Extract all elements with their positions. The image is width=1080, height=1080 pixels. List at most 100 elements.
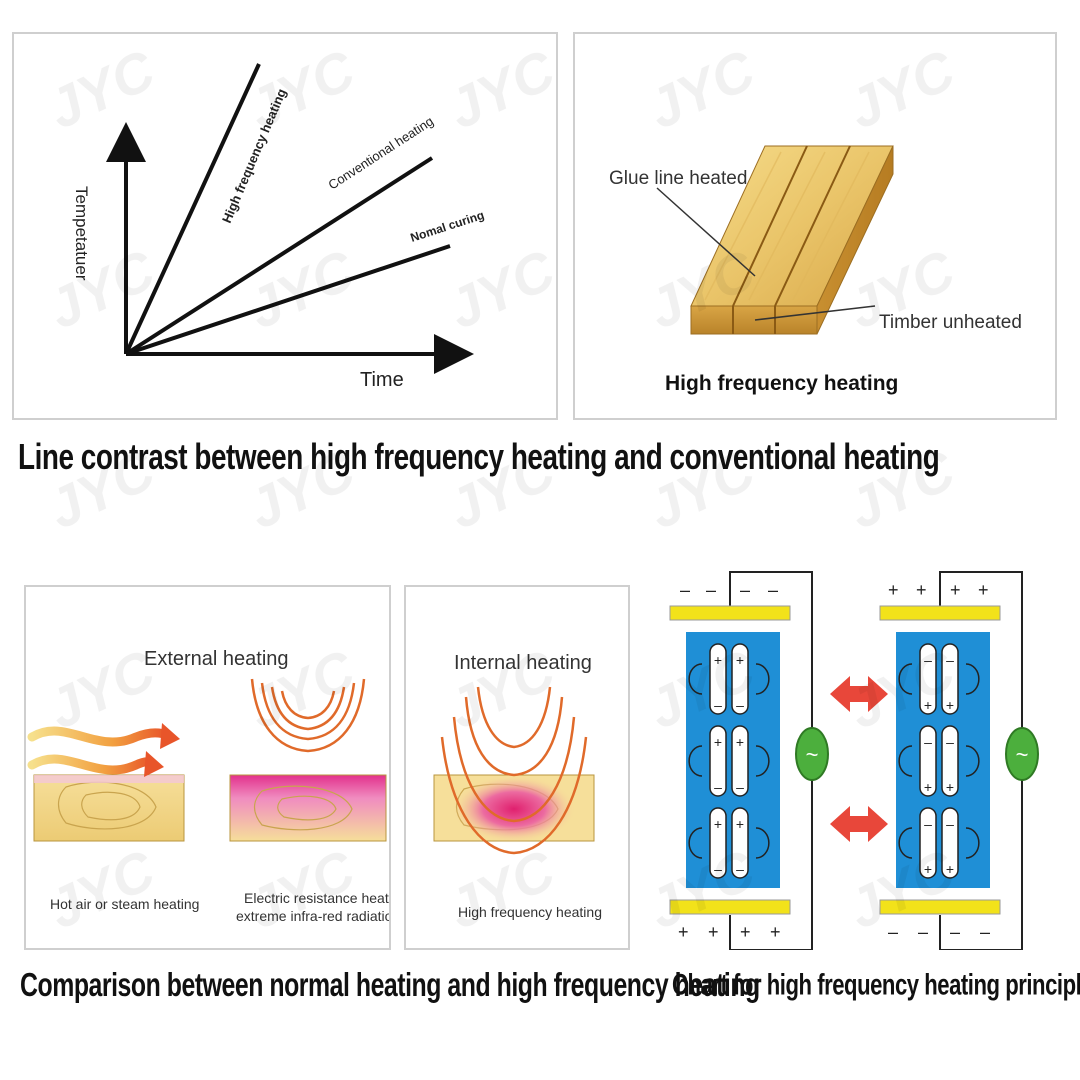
sign-right-bottom-1: – bbox=[918, 922, 928, 942]
hot-air-arrowhead bbox=[160, 723, 180, 749]
wood-board-right bbox=[229, 774, 387, 842]
dipole-group-left bbox=[709, 643, 749, 879]
sign-left-bottom-0: + bbox=[678, 922, 689, 942]
timber-side-face bbox=[816, 145, 894, 335]
polarity-switch-arrow-top bbox=[830, 676, 888, 712]
svg-text:–: – bbox=[924, 652, 932, 668]
svg-text:+: + bbox=[924, 697, 932, 713]
sign-right-bottom-0: – bbox=[888, 922, 898, 942]
glue-line-panel: Glue line heated Timber unheated High fr… bbox=[573, 32, 1057, 420]
svg-text:–: – bbox=[946, 652, 954, 668]
ac-source-symbol-right: ~ bbox=[1016, 742, 1029, 767]
electrode-bottom-right bbox=[879, 899, 1001, 915]
line-label-conventional: Conventional heating bbox=[325, 113, 436, 192]
svg-text:+: + bbox=[736, 816, 744, 832]
internal-hot-core bbox=[452, 775, 576, 843]
ac-source-symbol-left: ~ bbox=[806, 742, 819, 767]
dipole-signs-right: ––++ ––++ ––++ bbox=[924, 652, 954, 877]
sign-right-bottom-2: – bbox=[950, 922, 960, 942]
capacitor-left: ++–– ++–– ++–– – – – – + + + + ~ bbox=[669, 571, 829, 950]
svg-text:–: – bbox=[736, 861, 744, 877]
circuit-wire bbox=[939, 780, 1023, 950]
svg-text:+: + bbox=[736, 652, 744, 668]
sign-left-bottom-3: + bbox=[770, 922, 781, 942]
wood-grain-left bbox=[57, 781, 157, 830]
hot-air-arrowhead bbox=[144, 751, 164, 777]
timber-unheated-label: Timber unheated bbox=[879, 312, 1022, 333]
wood-grain-right bbox=[253, 785, 353, 831]
caption-principle: Chart for high frequency heating princip… bbox=[672, 968, 1080, 1002]
external-heating-panel: External heating Hot air or steam heatin… bbox=[24, 585, 391, 950]
sign-left-bottom-2: + bbox=[740, 922, 751, 942]
radiation-wave bbox=[270, 686, 346, 731]
electrode-top-left bbox=[669, 605, 791, 621]
svg-text:+: + bbox=[714, 816, 722, 832]
line-normal-curing bbox=[125, 244, 451, 356]
internal-heating-title: Internal heating bbox=[454, 652, 592, 674]
svg-text:+: + bbox=[946, 779, 954, 795]
svg-text:+: + bbox=[946, 697, 954, 713]
radiation-wave bbox=[250, 678, 366, 753]
circuit-wire bbox=[729, 780, 813, 950]
sign-left-top-3: – bbox=[768, 580, 778, 600]
heat-layer-left bbox=[34, 775, 184, 783]
temperature-time-panel: High frequency heating Conventional heat… bbox=[12, 32, 558, 420]
sign-left-top-1: – bbox=[706, 580, 716, 600]
wood-grain bbox=[704, 151, 870, 301]
x-axis-label: Time bbox=[360, 369, 404, 391]
circuit-wire bbox=[729, 571, 813, 730]
sign-left-bottom-1: + bbox=[708, 922, 719, 942]
internal-heating-panel: Internal heating High frequency heating bbox=[404, 585, 630, 950]
hot-air-arrow bbox=[27, 754, 157, 775]
electrode-top-right bbox=[879, 605, 1001, 621]
sign-right-top-0: + bbox=[888, 580, 899, 600]
hf-wave bbox=[440, 736, 588, 855]
hf-principle-diagram: ++–– ++–– ++–– – – – – + + + + ~ bbox=[669, 571, 1039, 950]
svg-text:+: + bbox=[714, 652, 722, 668]
hf-wave bbox=[452, 716, 576, 823]
capacitor-right: ––++ ––++ ––++ + + + + – – – – ~ bbox=[879, 571, 1039, 950]
svg-text:+: + bbox=[924, 861, 932, 877]
sign-right-top-3: + bbox=[978, 580, 989, 600]
internal-hf-label: High frequency heating bbox=[458, 904, 602, 920]
circuit-wire bbox=[939, 571, 1023, 730]
dipole-arcs-right bbox=[898, 663, 980, 859]
svg-text:–: – bbox=[946, 816, 954, 832]
electrode-bottom-left bbox=[669, 899, 791, 915]
caption-comparison: Comparison between normal heating and hi… bbox=[20, 966, 760, 1004]
hot-air-label: Hot air or steam heating bbox=[50, 896, 199, 912]
dipole-group-right bbox=[919, 643, 959, 879]
hf-wave bbox=[464, 696, 564, 777]
svg-text:–: – bbox=[714, 861, 722, 877]
svg-text:–: – bbox=[736, 779, 744, 795]
temperature-time-chart: High frequency heating Conventional heat… bbox=[72, 63, 486, 391]
internal-heating-illustration: Internal heating High frequency heating bbox=[433, 652, 602, 920]
glued-timber-illustration: Glue line heated Timber unheated High fr… bbox=[609, 145, 1022, 395]
glue-line-label: Glue line heated bbox=[609, 168, 747, 189]
y-axis-label: Tempetatuer bbox=[72, 186, 91, 281]
svg-text:–: – bbox=[946, 734, 954, 750]
external-heating-title: External heating bbox=[144, 648, 289, 670]
radiation-wave bbox=[280, 690, 336, 720]
glue-line bbox=[774, 145, 851, 307]
infra-red-label: extreme infra-red radiation bbox=[236, 908, 389, 924]
svg-text:+: + bbox=[924, 779, 932, 795]
ac-source-right bbox=[1005, 727, 1039, 781]
line-label-high-frequency: High frequency heating bbox=[219, 86, 289, 225]
dipole-signs-left: ++–– ++–– ++–– bbox=[714, 652, 744, 877]
svg-text:+: + bbox=[714, 734, 722, 750]
timber-front-face bbox=[690, 305, 818, 335]
sign-right-bottom-3: – bbox=[980, 922, 990, 942]
line-label-normal-curing: Nomal curing bbox=[409, 208, 486, 245]
line-conventional bbox=[124, 156, 434, 356]
wood-board-left bbox=[33, 774, 185, 842]
high-frequency-title: High frequency heating bbox=[665, 372, 898, 395]
sign-right-top-1: + bbox=[916, 580, 927, 600]
svg-text:–: – bbox=[714, 779, 722, 795]
glue-line bbox=[732, 145, 808, 307]
svg-text:–: – bbox=[924, 816, 932, 832]
polarity-switch-arrow-bottom bbox=[830, 806, 888, 842]
svg-text:–: – bbox=[924, 734, 932, 750]
sign-left-top-0: – bbox=[680, 580, 690, 600]
caption-line-contrast: Line contrast between high frequency hea… bbox=[18, 438, 940, 478]
